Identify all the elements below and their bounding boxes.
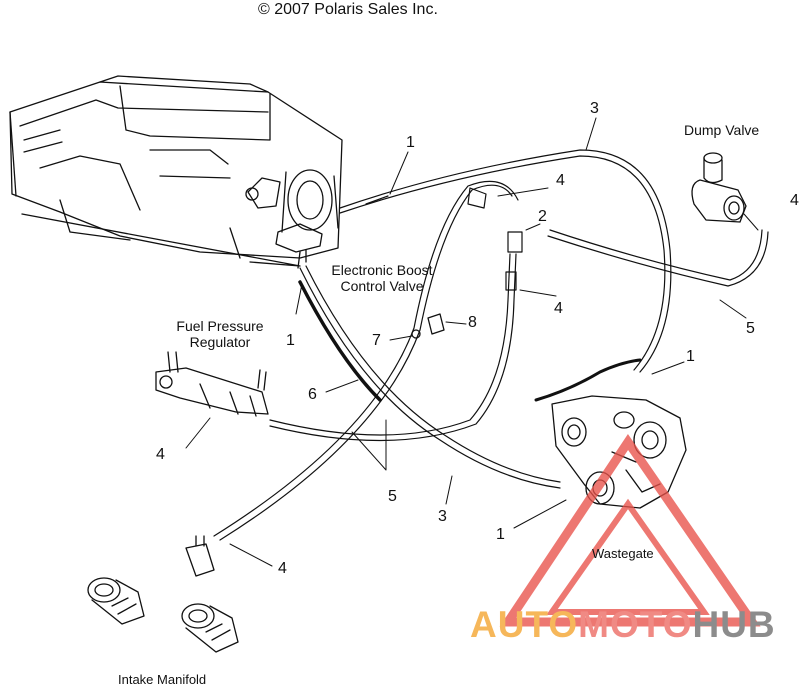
dump-valve-part xyxy=(691,152,747,223)
clamp-and-screw xyxy=(411,313,445,339)
callout-number: 1 xyxy=(686,348,695,365)
label-line: Fuel Pressure xyxy=(176,318,264,334)
label-line: Control Valve xyxy=(340,278,424,294)
label-dump-valve: Dump Valve xyxy=(684,122,760,138)
copyright-text: © 2007 Polaris Sales Inc. xyxy=(258,1,438,18)
label-line: Regulator xyxy=(189,334,251,350)
callout-number: 5 xyxy=(388,488,397,505)
callout-number: 2 xyxy=(538,208,547,225)
label-electronic-boost-control-valve: Electronic Boost Control Valve xyxy=(322,262,442,294)
callout-number: 4 xyxy=(556,172,565,189)
watermark-triangle xyxy=(499,433,761,627)
callout-number: 3 xyxy=(438,508,447,525)
leader-lines xyxy=(185,117,759,567)
callout-number: 1 xyxy=(286,332,295,349)
hoses xyxy=(213,149,769,541)
callout-number: 6 xyxy=(308,386,317,403)
watermark-logo: AUTOMOTOHUB xyxy=(470,604,776,646)
boost-valve-part xyxy=(185,535,215,577)
label-line: Electronic Boost xyxy=(331,262,433,278)
watermark-part: MOTO xyxy=(578,604,693,645)
callout-number: 4 xyxy=(790,192,799,209)
watermark-part: AUTO xyxy=(470,604,579,645)
label-fuel-pressure-regulator: Fuel Pressure Regulator xyxy=(168,318,272,350)
label-wastegate: Wastegate xyxy=(592,546,654,561)
watermark-part: HUB xyxy=(692,604,776,645)
intake-boots xyxy=(87,577,239,653)
callout-number: 3 xyxy=(590,100,599,117)
fuel-rail-part xyxy=(155,351,269,417)
callout-number: 4 xyxy=(278,560,287,577)
callout-number: 5 xyxy=(746,320,755,337)
air-box-assembly xyxy=(9,75,343,269)
label-intake-manifold: Intake Manifold xyxy=(118,672,207,687)
callout-number: 4 xyxy=(156,446,165,463)
callout-number: 1 xyxy=(496,526,505,543)
callout-number: 7 xyxy=(372,332,381,349)
callout-number: 4 xyxy=(554,300,563,317)
callout-number: 1 xyxy=(406,134,415,151)
callout-number: 8 xyxy=(468,314,477,331)
